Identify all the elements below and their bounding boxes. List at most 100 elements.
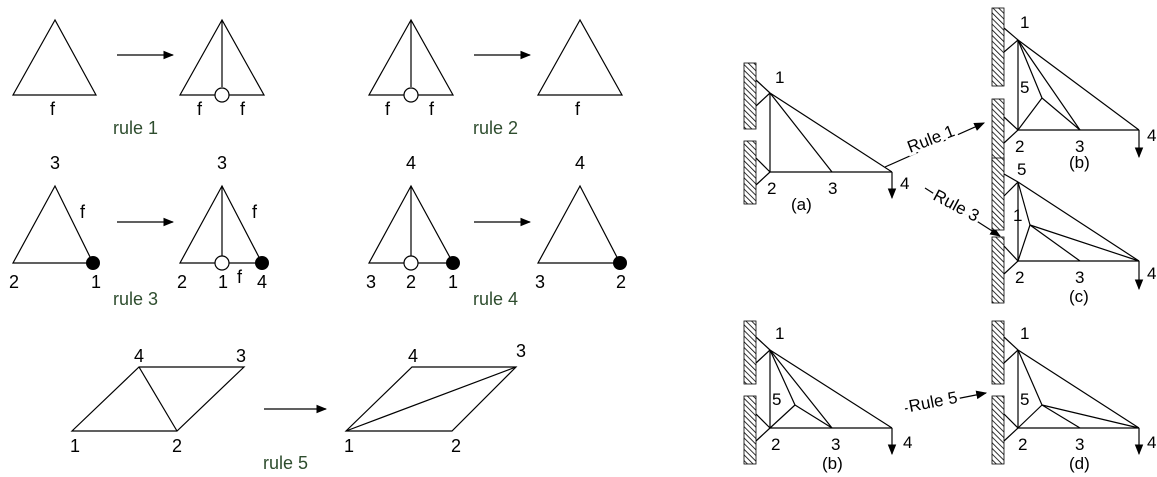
truss-c-member	[1017, 181, 1031, 226]
truss-d-member	[1017, 349, 1140, 429]
rule3-open-node	[214, 255, 230, 271]
truss-b-bottom-caption: (b)	[822, 454, 843, 473]
rule5-rhs-v3: 3	[516, 341, 526, 361]
arrow-rule3-group: Rule 3 Rule 3	[924, 183, 1001, 237]
rule5-lhs-v2: 2	[172, 436, 182, 456]
truss-b-top-n1: 1	[1020, 13, 1029, 32]
truss-b-top-member	[1017, 39, 1081, 131]
truss-d-wall-top	[991, 320, 1005, 385]
rule5-group: 4 3 1 2 4 3 1 2 rule 5	[70, 341, 526, 473]
rule4-group: 4 3 2 1 4 3 2 rule 4	[366, 153, 627, 309]
truss-c-support	[1003, 173, 1019, 183]
truss-c-n2: 2	[1015, 268, 1024, 287]
truss-b-top-n5: 5	[1020, 78, 1029, 97]
rule4-lhs-top-label: 4	[406, 153, 416, 173]
truss-c-n1: 1	[1013, 206, 1022, 225]
truss-d-n3: 3	[1075, 435, 1084, 454]
rule5-label: rule 5	[263, 453, 308, 473]
rule4-rhs-top-label: 4	[575, 153, 585, 173]
truss-b-top-support	[1003, 129, 1019, 144]
rule1-lhs-edge-label: f	[50, 99, 56, 119]
truss-c-caption: (c)	[1069, 287, 1089, 306]
truss-b-bottom-n1: 1	[775, 324, 784, 343]
rule5-lhs-v3: 3	[236, 346, 246, 366]
rule4-lhs-filled-node	[446, 256, 460, 270]
rule4-open-node	[403, 255, 419, 271]
rule3-lhs-top-label: 3	[50, 153, 60, 173]
truss-c-n5: 5	[1017, 160, 1026, 179]
truss-c-wall-top	[991, 157, 1005, 231]
truss-a-support	[755, 92, 771, 107]
rule3-rhs-edge-label: f	[252, 202, 258, 222]
rule3-label: rule 3	[113, 289, 158, 309]
truss-b-top-member	[1041, 97, 1081, 131]
rule3-lhs-left-label: 2	[9, 272, 19, 292]
rule1-lhs-triangle	[11, 18, 98, 96]
rule3-rhs-right-label: 4	[257, 272, 267, 292]
arrow-rule5-label: Rule 5	[907, 388, 959, 416]
truss-d-n2: 2	[1018, 435, 1027, 454]
arrow-rule1	[884, 122, 985, 168]
rule4-lhs-right-label: 1	[448, 272, 458, 292]
truss-c: 5 1 2 3 4 (c)	[991, 157, 1156, 306]
rule4-rhs-filled-node	[613, 256, 627, 270]
truss-d-support	[1003, 349, 1019, 364]
truss-b-bottom-member	[769, 404, 796, 429]
truss-a-member	[769, 92, 893, 173]
truss-d-n4: 4	[1147, 433, 1156, 452]
arrow-rule5	[904, 390, 988, 410]
truss-b-top-support	[1003, 27, 1019, 41]
truss-b-bottom-support	[755, 427, 771, 442]
rule3-lhs-filled-node	[86, 256, 100, 270]
truss-b-bottom-wall-bottom	[743, 395, 757, 465]
truss-a-support	[755, 79, 771, 94]
truss-c-member	[1017, 224, 1031, 262]
rule4-rhs-left-label: 3	[535, 272, 545, 292]
rule5-rhs-diagonal	[345, 366, 517, 432]
truss-b-top-member	[1017, 39, 1140, 131]
rule4-rhs-right-label: 2	[616, 272, 626, 292]
truss-b-top-member	[1017, 39, 1043, 99]
rule4-rhs-triangle	[536, 184, 621, 264]
rule1-rhs-left-edge-label: f	[197, 99, 203, 119]
truss-b-bottom-member	[769, 349, 796, 406]
truss-d-member	[1041, 404, 1081, 429]
rule1-label: rule 1	[113, 118, 158, 138]
rule5-lhs-v4: 4	[134, 346, 144, 366]
truss-d-member	[1017, 349, 1043, 406]
truss-b-top-caption: (b)	[1069, 153, 1090, 172]
truss-d-support	[1003, 413, 1019, 429]
truss-c-support	[1003, 245, 1019, 262]
rule4-lhs-left-label: 3	[366, 272, 376, 292]
rule3-rhs-filled-node	[255, 256, 269, 270]
truss-a-support	[755, 157, 771, 173]
arrow-rule3	[924, 187, 1001, 237]
rule3-rhs-top-label: 3	[217, 153, 227, 173]
rule5-rhs-quad	[344, 366, 518, 432]
truss-d-n1: 1	[1020, 324, 1029, 343]
rule3-lhs-triangle	[11, 184, 94, 264]
arrow-rule1-group: Rule 1 Rule 1	[884, 118, 985, 168]
truss-c-member	[1029, 224, 1140, 262]
rule3-rhs-mid-label: 1	[218, 272, 228, 292]
rule1-rhs-right-edge-label: f	[240, 99, 246, 119]
truss-b-top-support	[1003, 116, 1019, 131]
truss-d-caption: (d)	[1069, 454, 1090, 473]
rule2-rhs-triangle	[536, 18, 624, 96]
rule2-label: rule 2	[473, 118, 518, 138]
truss-d-n5: 5	[1020, 390, 1029, 409]
truss-d-wall-bottom	[991, 395, 1005, 465]
rule3-lhs-right-label: 1	[91, 272, 101, 292]
truss-c-member	[1029, 224, 1081, 262]
truss-a-n1: 1	[775, 68, 784, 87]
rule5-rhs-v4: 4	[408, 346, 418, 366]
truss-b-top-member	[1017, 97, 1043, 131]
truss-b-bottom: 1 5 2 3 4 (b)	[743, 320, 912, 473]
truss-a-wall-bottom	[743, 140, 757, 205]
truss-d-support	[1003, 427, 1019, 442]
truss-a-n2: 2	[767, 179, 776, 198]
truss-b-top-n2: 2	[1015, 137, 1024, 156]
rule4-label: rule 4	[473, 289, 518, 309]
truss-b-top-wall-bottom	[991, 98, 1005, 167]
